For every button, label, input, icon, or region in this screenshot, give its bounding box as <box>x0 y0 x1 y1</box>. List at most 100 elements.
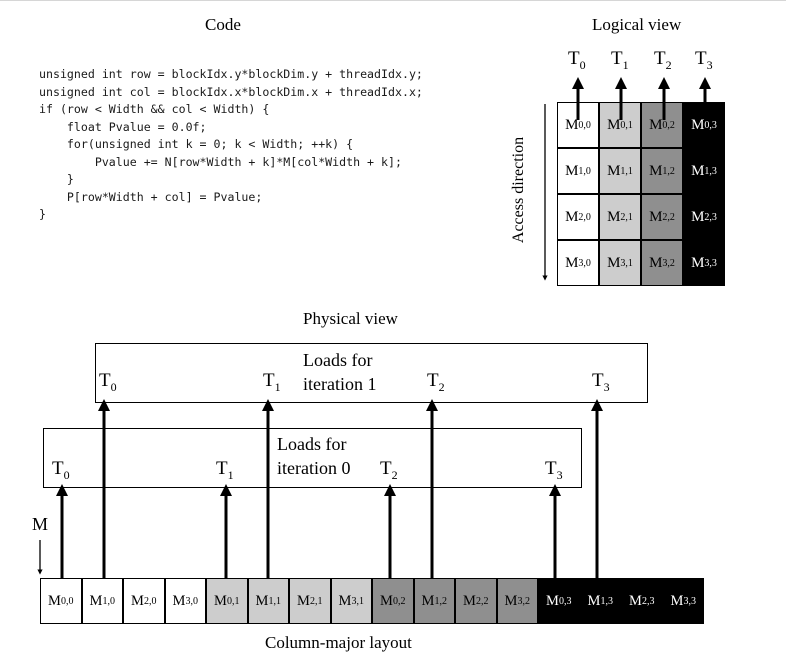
logical-thread-t2: T2 <box>654 48 672 73</box>
iteration-0-line2: iteration 0 <box>277 458 351 478</box>
label-base: M <box>565 162 579 179</box>
column-major-layout-caption: Column-major layout <box>265 633 412 652</box>
code-line: unsigned int row = blockIdx.y*blockDim.y… <box>39 67 423 81</box>
logical-view-heading: Logical view <box>592 15 682 34</box>
label-base: T <box>568 48 580 69</box>
label-subscript: 0,1 <box>226 595 240 607</box>
iteration-1-box <box>95 343 648 403</box>
label-subscript: 2 <box>665 58 672 72</box>
code-line: } <box>39 207 46 221</box>
iteration-0-label: Loads for iteration 0 <box>277 432 350 480</box>
label-base: M <box>649 162 663 179</box>
label-subscript: 1,2 <box>662 165 675 177</box>
logical-thread-t1: T1 <box>611 48 629 73</box>
iteration-0-line1: Loads for <box>277 434 347 454</box>
label-subscript: 0,2 <box>662 119 675 131</box>
label-subscript: 2 <box>438 380 445 394</box>
label-subscript: 1,0 <box>102 595 115 607</box>
label-base: M <box>504 592 518 609</box>
matrix-m-label: M <box>32 514 49 534</box>
iteration-0-box <box>43 428 582 488</box>
label-base: M <box>421 592 435 609</box>
label-base: M <box>546 592 559 609</box>
label-base: M <box>565 208 579 225</box>
label-base: T <box>611 48 623 69</box>
label-base: T <box>216 458 228 479</box>
label-base: M <box>565 254 579 271</box>
label-base: M <box>691 254 705 271</box>
label-base: T <box>654 48 666 69</box>
iteration-1-line2: iteration 1 <box>303 374 377 394</box>
label-subscript: 0,3 <box>704 119 717 131</box>
label-base: M <box>607 162 621 179</box>
label-subscript: 3,1 <box>620 257 633 269</box>
label-subscript: 3,1 <box>351 595 364 607</box>
label-base: M <box>691 208 705 225</box>
label-base: T <box>52 458 64 479</box>
label-base: M <box>649 254 663 271</box>
label-subscript: 3 <box>603 380 610 394</box>
label-subscript: 1,3 <box>600 595 613 607</box>
label-base: T <box>695 48 707 69</box>
label-base: M <box>380 592 393 609</box>
label-subscript: 1 <box>622 58 629 72</box>
label-base: M <box>463 592 476 609</box>
label-subscript: 0,1 <box>620 119 633 131</box>
label-subscript: 0,0 <box>60 595 74 607</box>
label-base: M <box>607 116 621 133</box>
label-subscript: 2 <box>391 468 398 482</box>
label-subscript: 2,0 <box>143 595 157 607</box>
code-line: float Pvalue = 0.0f; <box>39 119 207 134</box>
label-subscript: 2,1 <box>309 595 323 607</box>
label-base: M <box>607 254 621 271</box>
label-subscript: 1,3 <box>704 165 717 177</box>
label-base: M <box>172 592 186 609</box>
iter0-thread-t0: T0 <box>52 458 70 483</box>
label-subscript: 2,3 <box>704 211 717 223</box>
label-base: M <box>214 592 227 609</box>
label-base: M <box>649 116 663 133</box>
label-subscript: 3,2 <box>662 257 675 269</box>
code-line: for(unsigned int k = 0; k < Width; ++k) … <box>39 137 354 151</box>
iter0-thread-t1: T1 <box>216 458 234 483</box>
label-subscript: 0 <box>110 380 117 394</box>
label-base: M <box>255 592 269 609</box>
label-base: T <box>380 458 392 479</box>
label-subscript: 0,2 <box>392 595 406 607</box>
iter1-thread-t3: T3 <box>592 370 610 395</box>
label-base: M <box>587 592 601 609</box>
label-base: M <box>691 162 705 179</box>
top-border <box>0 0 786 1</box>
label-subscript: 1,1 <box>268 595 281 607</box>
code-line: P[row*Width + col] = Pvalue; <box>39 189 263 204</box>
iter1-thread-t1: T1 <box>263 370 281 395</box>
label-subscript: 3 <box>556 468 563 482</box>
label-base: M <box>691 116 705 133</box>
label-base: M <box>297 592 310 609</box>
label-subscript: 2,0 <box>578 211 591 223</box>
label-base: M <box>131 592 144 609</box>
